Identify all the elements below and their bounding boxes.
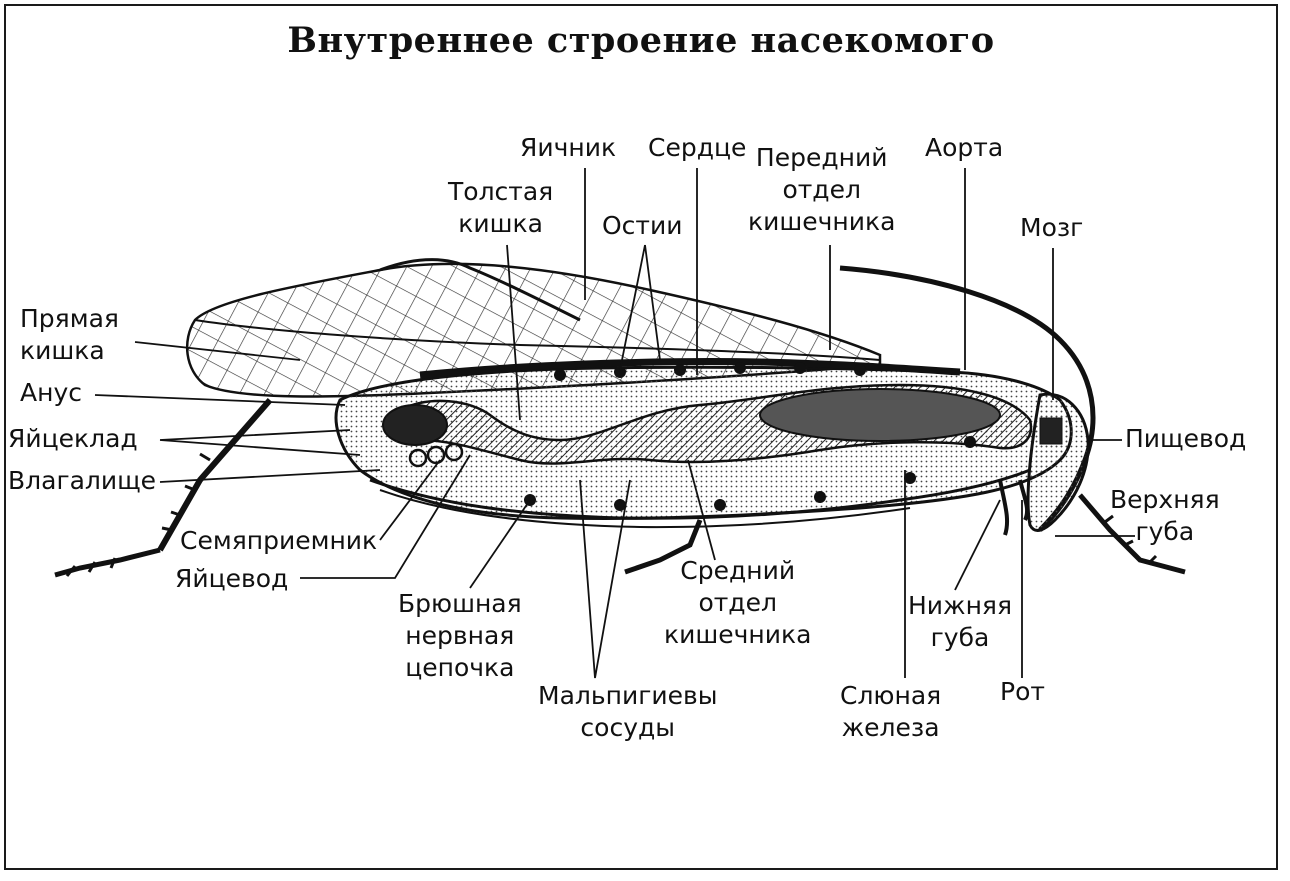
label-slyunnaya-zheleza: Слюная железа [840, 680, 941, 744]
label-verkhnyaya-guba: Верхняя губа [1110, 484, 1220, 548]
leader-vlagalishche [160, 470, 380, 482]
label-tolstaya-kishka: Толстая кишка [448, 176, 553, 240]
label-yajtsevod: Яйцевод [175, 563, 288, 595]
label-serdtse: Сердце [648, 132, 746, 164]
label-malpigievy-sosudy: Мальпигиевы сосуды [538, 680, 717, 744]
label-pryamaya-kishka: Прямая кишка [20, 303, 119, 367]
label-bryushnaya-nervnaya-tsepochka: Брюшная нервная цепочка [398, 588, 522, 684]
label-anus: Анус [20, 377, 82, 409]
label-sredniy-otdel-kishechnika: Средний отдел кишечника [664, 555, 811, 651]
label-aorta: Аорта [925, 132, 1003, 164]
label-ostii: Остии [602, 210, 682, 242]
leader-nizhnyaya [955, 500, 1000, 590]
label-yaichnik: Яичник [520, 132, 616, 164]
leader-yajtseklad [160, 430, 360, 455]
label-pishchevod: Пищевод [1125, 423, 1246, 455]
label-mozg: Мозг [1020, 212, 1083, 244]
label-nizhnyaya-guba: Нижняя губа [908, 590, 1012, 654]
label-semyapriemnik: Семяприемник [180, 525, 377, 557]
label-rot: Рот [1000, 676, 1045, 708]
label-vlagalishche: Влагалище [8, 465, 156, 497]
label-perednij-otdel-kishechnika: Передний отдел кишечника [748, 142, 895, 238]
label-yajtseklad: Яйцеклад [8, 423, 138, 455]
